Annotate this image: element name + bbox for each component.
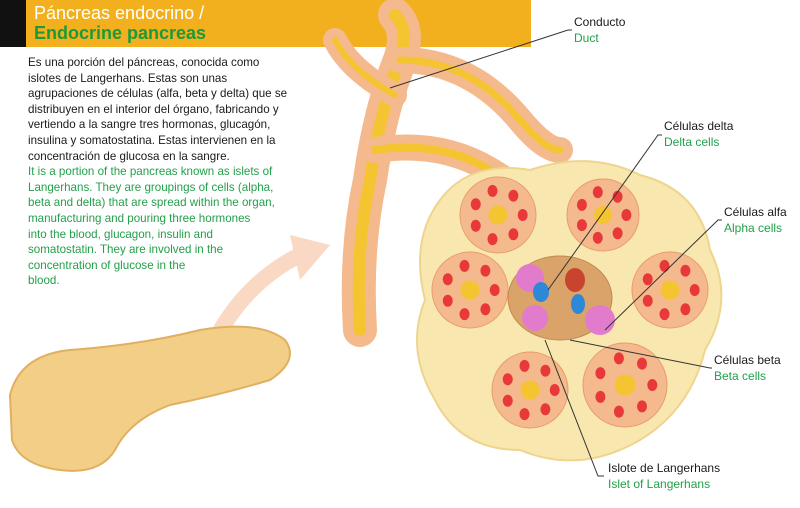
acinus-lumen	[460, 280, 480, 300]
delta-cell	[533, 282, 549, 302]
cell-nucleus	[442, 273, 453, 286]
cell-nucleus	[576, 219, 587, 232]
header-band	[26, 0, 531, 47]
label-es: Conducto	[574, 15, 626, 29]
leader-lines	[389, 29, 722, 477]
cell-nucleus	[621, 209, 632, 221]
description-line: agrupaciones de células (alfa, beta y de…	[28, 87, 288, 101]
cell-nucleus	[612, 227, 623, 240]
cell-nucleus	[642, 294, 653, 307]
label-es: Islote de Langerhans	[608, 461, 721, 475]
cell-nucleus	[647, 379, 658, 391]
description-line: into the blood, glucagon, insulin and	[28, 227, 213, 241]
cell-nucleus	[519, 359, 530, 372]
cell-nucleus	[480, 303, 491, 316]
cell-nucleus	[540, 403, 551, 416]
description-line: Es una porción del páncreas, conocida co…	[28, 56, 260, 69]
cell-nucleus	[659, 308, 670, 321]
cell-nucleus	[680, 264, 691, 277]
cell-nucleus	[502, 373, 513, 386]
description-line: blood.	[28, 274, 60, 288]
label-en: Islet of Langerhans	[608, 477, 711, 491]
cell-nucleus	[637, 357, 648, 370]
description-line: somatostatin. They are involved in the	[28, 243, 224, 257]
acinus-lumen	[660, 280, 680, 300]
cell-nucleus	[508, 189, 519, 202]
acini-group	[431, 176, 709, 429]
cell-nucleus	[595, 390, 606, 403]
delta-cell	[571, 294, 585, 314]
label-en: Beta cells	[714, 369, 767, 383]
label-en: Delta cells	[664, 135, 720, 149]
label-en: Duct	[574, 31, 599, 45]
acinus-lumen	[520, 380, 540, 400]
cell-nucleus	[459, 259, 470, 272]
cell-nucleus	[508, 228, 519, 241]
description-line: It is a portion of the pancreas known as…	[28, 165, 273, 179]
alpha-cell-cluster	[585, 305, 615, 335]
cell-nucleus	[592, 186, 603, 199]
alpha-cell-cluster	[522, 305, 548, 331]
title-english: Endocrine pancreas	[34, 23, 207, 43]
blood-vessel	[565, 268, 585, 292]
cell-nucleus	[519, 408, 530, 421]
cell-nucleus	[489, 284, 500, 296]
cell-nucleus	[642, 273, 653, 286]
arrow-head	[290, 235, 330, 280]
description-line: islotes de Langerhans. Estas son unas	[28, 71, 228, 85]
cell-nucleus	[576, 198, 587, 211]
cell-nucleus	[637, 400, 648, 413]
cell-nucleus	[613, 352, 624, 365]
cell-nucleus	[592, 231, 603, 244]
cell-nucleus	[480, 264, 491, 277]
cell-nucleus	[487, 233, 498, 246]
description-line: insulina y somatostatina. Estas intervie…	[28, 133, 276, 147]
cell-nucleus	[613, 405, 624, 418]
cell-nucleus	[502, 394, 513, 407]
cell-nucleus	[540, 364, 551, 377]
header-black-tab	[0, 0, 26, 47]
cell-nucleus	[442, 294, 453, 307]
cell-nucleus	[470, 198, 481, 211]
cell-nucleus	[470, 219, 481, 232]
acinus-lumen	[488, 205, 508, 225]
title-spanish: Páncreas endocrino /	[34, 3, 205, 23]
description-line: distribuyen en el interior del órgano, f…	[28, 102, 279, 116]
cell-nucleus	[689, 284, 700, 296]
cell-nucleus	[612, 190, 623, 203]
cell-nucleus	[487, 184, 498, 197]
description-line: concentration of glucose in the	[28, 258, 186, 272]
pancreas-organ	[8, 325, 291, 472]
label-es: Células alfa	[724, 205, 787, 219]
label-en: Alpha cells	[724, 221, 783, 235]
cell-nucleus	[517, 209, 528, 221]
description-line: vertiendo a la sangre tres hormonas, glu…	[28, 118, 271, 132]
cell-nucleus	[595, 367, 606, 380]
description-line: manufacturing and pouring three hormones	[28, 211, 251, 225]
description-line: concentración de glucosa en la sangre.	[28, 149, 230, 163]
label-es: Células delta	[664, 119, 734, 133]
description-text: Es una porción del páncreas, conocida co…	[28, 55, 328, 289]
description-line: Langerhans. They are groupings of cells …	[28, 180, 274, 194]
cell-nucleus	[659, 259, 670, 272]
cell-nucleus	[549, 384, 560, 396]
acinus-lumen	[614, 374, 636, 396]
cell-nucleus	[680, 303, 691, 316]
label-es: Células beta	[714, 353, 781, 367]
description-line: beta and delta) that are spread within t…	[28, 196, 275, 210]
cell-nucleus	[459, 308, 470, 321]
